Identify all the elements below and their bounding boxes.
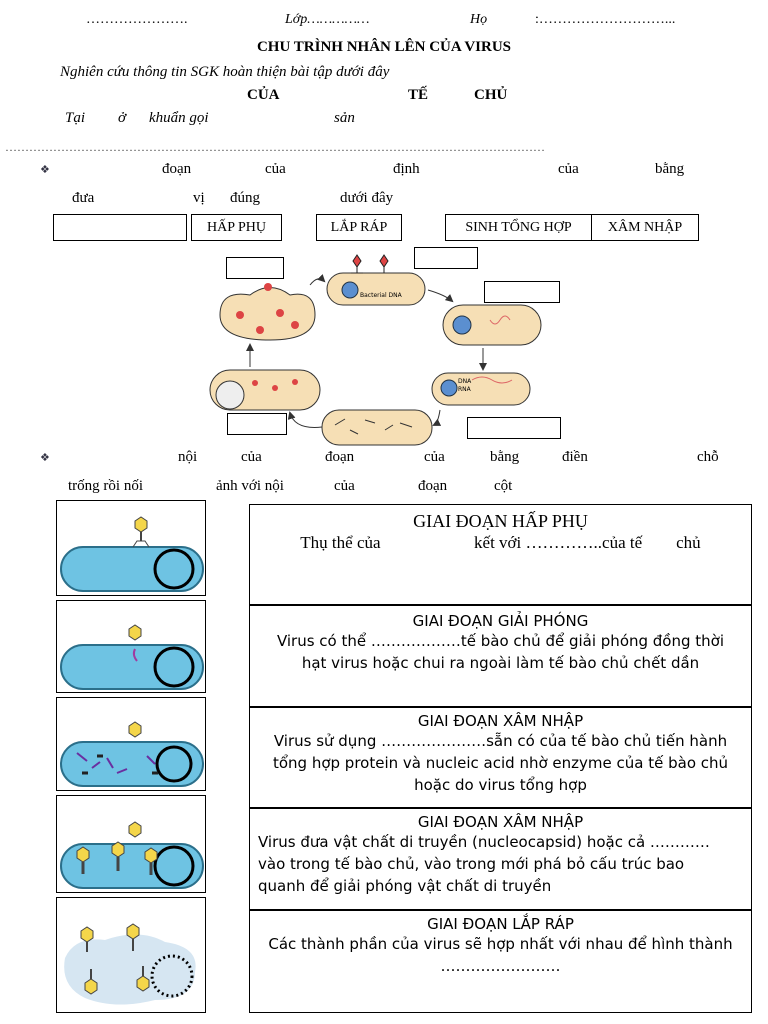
stage-cell-attachment[interactable]: GIAI ĐOẠN HẤP PHỤ Thụ thể của kết với ………	[249, 504, 752, 605]
stage-image-synthesis[interactable]	[56, 697, 206, 791]
task1-word: định	[393, 161, 420, 177]
task2-word: của	[334, 478, 355, 494]
diagram-blank-box[interactable]	[227, 413, 287, 435]
stage-title: GIAI ĐOẠN GIẢI PHÓNG	[412, 612, 589, 630]
stage-body-line: ……………………	[440, 957, 561, 975]
stage-body-line: Virus có thể ………………tế bào chủ để giải ph…	[276, 632, 725, 650]
stage-body-line: Virus sử dụng …………………sẵn có của tế bào c…	[273, 732, 728, 750]
phage-icon	[144, 847, 158, 864]
phage-icon	[379, 254, 389, 273]
stage-cell-penetration-1[interactable]: GIAI ĐOẠN XÂM NHẬP Virus sử dụng ……………………	[249, 707, 752, 808]
phage-icon	[84, 978, 98, 995]
dna-label: DNA	[458, 378, 472, 385]
phage-icon	[111, 841, 125, 858]
task1-word: đúng	[230, 190, 260, 206]
name-blank: ………………….	[86, 12, 188, 27]
stage-cell-release[interactable]: GIAI ĐOẠN GIẢI PHÓNG Virus có thể …………………	[249, 605, 752, 707]
rna-label: RNA	[458, 386, 472, 393]
instruction: Nghiên cứu thông tin SGK hoàn thiện bài …	[60, 64, 390, 80]
stage-body-line: hạt virus hoặc chui ra ngoài làm tế bào …	[301, 654, 700, 672]
bacterium-cell	[219, 287, 316, 341]
phage-icon	[134, 516, 148, 533]
stage-body-line: Các thành phần của virus sẽ hợp nhất với…	[268, 935, 733, 953]
task2-word: đoạn	[418, 478, 448, 494]
page-title: CHU TRÌNH NHÂN LÊN CỦA VIRUS	[256, 39, 512, 55]
task1-word: của	[558, 161, 579, 177]
stage-body-line: vào trong tế bào chủ, vào trong mới phá …	[258, 855, 685, 873]
option-xam-nhap[interactable]: XÂM NHẬP	[591, 214, 699, 241]
task1-word: vị	[193, 190, 205, 206]
stage-body-line: Virus đưa vật chất di truyền (nucleocaps…	[258, 833, 710, 851]
task1-word: bằng	[655, 161, 685, 177]
phage-icon	[136, 975, 150, 992]
stage-body-line: tổng hợp protein và nucleic acid nhờ enz…	[272, 754, 729, 772]
intro-word: Tại	[65, 110, 86, 126]
intro-word: khuẩn gọi	[149, 110, 209, 126]
option-sinh-tong-hop[interactable]: SINH TỔNG HỢP	[445, 214, 592, 241]
stage-cell-assembly[interactable]: GIAI ĐOẠN LẮP RÁP Các thành phần của vir…	[249, 910, 752, 1013]
task1-word: đưa	[72, 190, 95, 206]
bullet-icon: ❖	[40, 451, 50, 464]
task2-word: nội	[178, 449, 198, 465]
stage-image-penetration[interactable]	[56, 600, 206, 693]
task2-word: chỗ	[697, 449, 719, 465]
bacterium-cell	[431, 372, 531, 406]
dna-coil-icon	[215, 380, 245, 410]
bacterium-cell	[442, 304, 542, 346]
stage-body-line: quanh để giải phóng vật chất di truyền	[258, 877, 552, 895]
task1-word: dưới đây	[340, 190, 394, 206]
intro-word: ở	[118, 110, 127, 126]
subtitle-word: TẾ	[408, 87, 429, 103]
intro-word: sản	[334, 110, 355, 126]
task2-word: cột	[494, 478, 513, 494]
class-label: Lớp……………	[285, 12, 370, 27]
subtitle-word: CỦA	[247, 87, 280, 103]
phage-icon	[128, 721, 142, 738]
bacterial-dna-label: Bacterial DNA	[360, 292, 403, 299]
task2-word: trống rồi nối	[68, 478, 143, 494]
diagram-blank-box[interactable]	[414, 247, 478, 269]
task1-word: đoạn	[162, 161, 192, 177]
diagram-blank-box[interactable]	[484, 281, 560, 303]
stage-body-line: Thụ thể của kết với …………..của tế chủ	[300, 533, 701, 552]
task2-word: bằng	[490, 449, 520, 465]
task2-word: ảnh với nội	[216, 478, 284, 494]
diagram-blank-box[interactable]	[226, 257, 284, 279]
subtitle-word: CHỦ	[474, 87, 508, 103]
task2-word: của	[241, 449, 262, 465]
blank-answer-box[interactable]	[53, 214, 187, 241]
ho-label: Họ	[470, 12, 488, 27]
option-hap-phu[interactable]: HẤP PHỤ	[191, 214, 282, 241]
dna-coil-icon	[452, 315, 472, 335]
phage-icon	[128, 624, 142, 641]
phage-icon	[126, 923, 140, 940]
stage-body-line: hoặc do virus tổng hợp	[414, 776, 587, 794]
stage-title: GIAI ĐOẠN XÂM NHẬP	[417, 712, 584, 730]
dna-coil-icon	[341, 281, 359, 299]
dotted-line: ……………………………………………………………………………………………………………	[5, 140, 545, 154]
phage-icon	[80, 926, 94, 943]
ho-blank: :………………………...	[535, 12, 676, 27]
lytic-cycle-diagram: Bacterial DNA DNA RNA	[209, 254, 542, 446]
stage-image-assembly[interactable]	[56, 795, 206, 893]
option-lap-rap[interactable]: LẮP RÁP	[316, 214, 402, 241]
stage-image-release[interactable]	[56, 897, 206, 1013]
phage-icon	[128, 821, 142, 838]
stage-title: GIAI ĐOẠN HẤP PHỤ	[413, 511, 588, 531]
bacterium-cell	[321, 409, 433, 446]
phage-icon	[76, 846, 90, 863]
task1-word: của	[265, 161, 286, 177]
diagram-blank-box[interactable]	[467, 417, 561, 439]
task2-word: của	[424, 449, 445, 465]
task2-word: đoạn	[325, 449, 355, 465]
stage-image-attachment[interactable]	[56, 500, 206, 596]
bullet-icon: ❖	[40, 163, 50, 176]
stage-title: GIAI ĐOẠN XÂM NHẬP	[417, 813, 584, 831]
task2-word: điền	[562, 449, 588, 465]
phage-icon	[351, 254, 363, 274]
stage-cell-penetration-2[interactable]: GIAI ĐOẠN XÂM NHẬP Virus đưa vật chất di…	[249, 808, 752, 910]
dna-coil-icon	[440, 379, 458, 397]
stage-title: GIAI ĐOẠN LẮP RÁP	[427, 915, 574, 933]
